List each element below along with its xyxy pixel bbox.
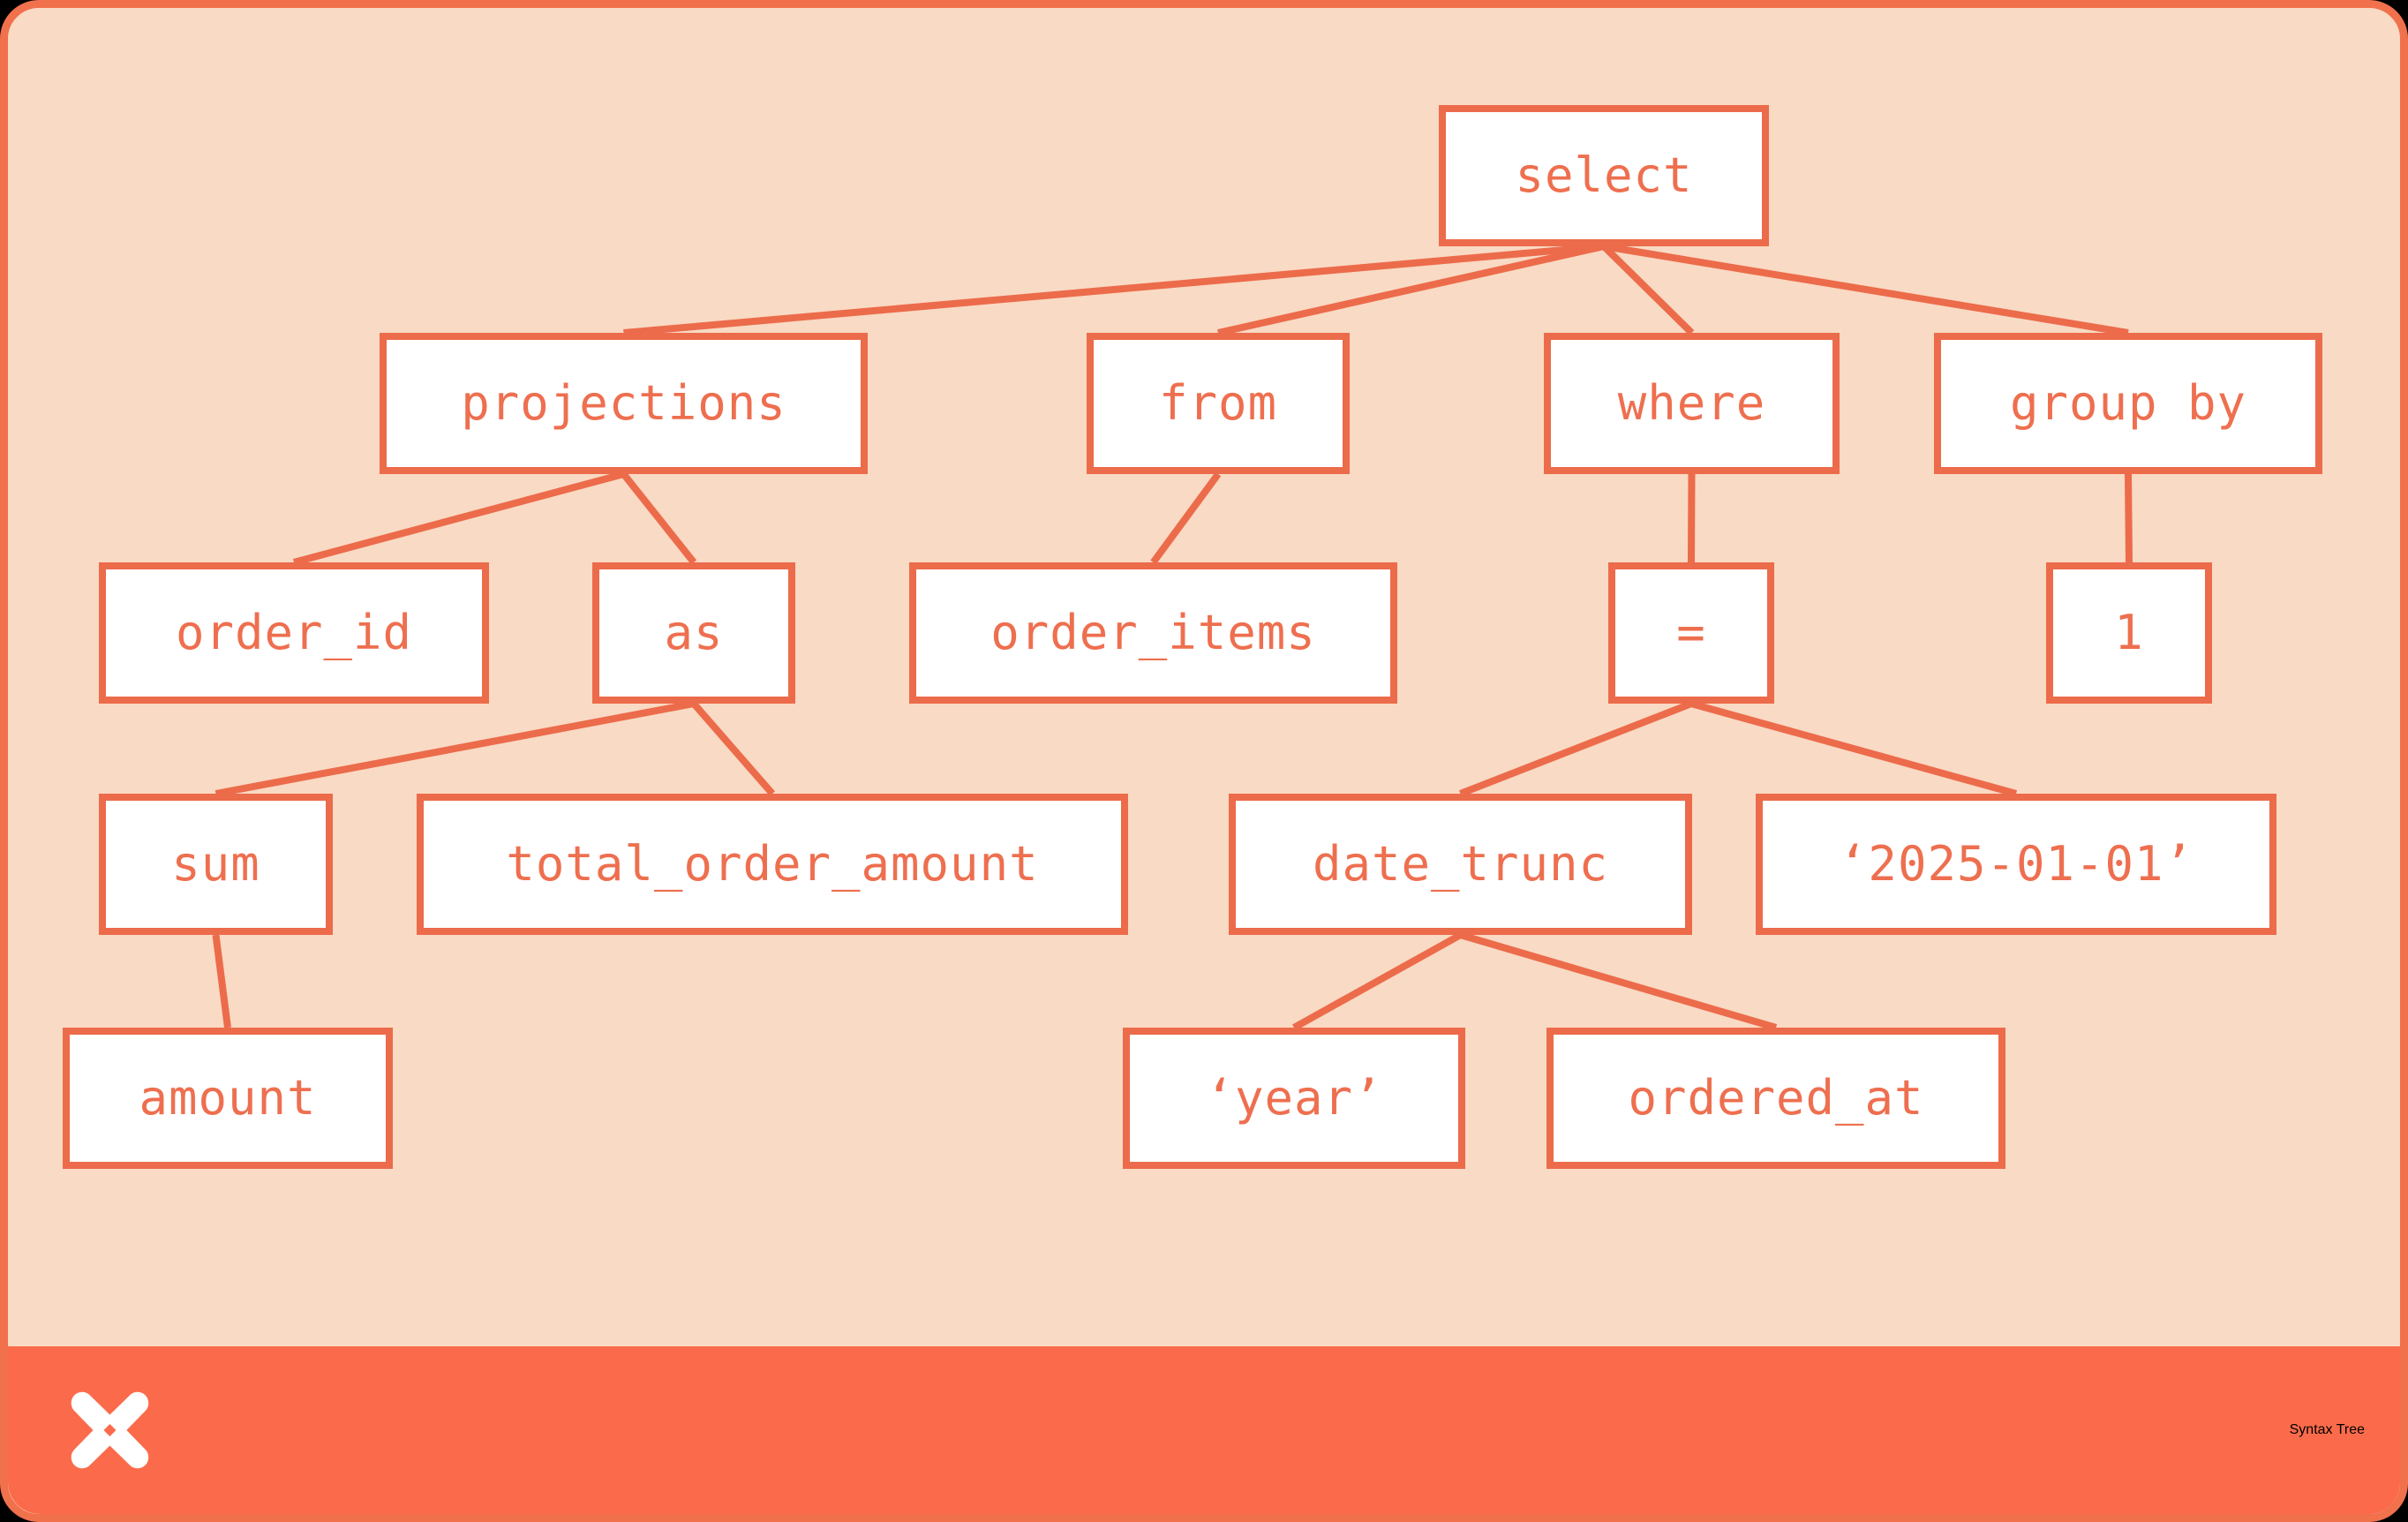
tree-node-year-literal[interactable]: ‘year’	[1123, 1028, 1465, 1169]
tree-edge-select-to-group-by	[1603, 243, 2129, 336]
tree-node-order-items[interactable]: order_items	[909, 562, 1397, 704]
syntax-tree-canvas: select projections from where group by order_…	[8, 8, 2400, 1362]
tree-edge-equals-to-date-trunc	[1459, 700, 1693, 797]
tree-node-date-trunc[interactable]: date_trunc	[1229, 794, 1692, 935]
tree-node-label: group by	[2009, 375, 2247, 431]
tree-node-label: order_items	[990, 605, 1316, 660]
x-star-logo-icon	[71, 1391, 149, 1469]
footer-bar: Syntax Tree	[8, 1346, 2400, 1514]
tree-node-amount[interactable]: amount	[63, 1028, 393, 1169]
tree-node-projections[interactable]: projections	[380, 333, 868, 474]
tree-node-label: ‘year’	[1205, 1070, 1383, 1126]
tree-node-label: date_trunc	[1312, 836, 1609, 892]
tree-node-sum[interactable]: sum	[99, 794, 333, 935]
tree-node-label: order_id	[175, 605, 413, 660]
tree-node-group-by[interactable]: group by	[1934, 333, 2322, 474]
tree-edge-projections-to-order-id	[292, 471, 625, 566]
tree-node-date-literal[interactable]: ‘2025-01-01’	[1756, 794, 2276, 935]
tree-edge-group-by-to-one	[2125, 473, 2133, 563]
tree-edges	[212, 243, 2133, 1031]
tree-node-label: amount	[139, 1070, 317, 1126]
tree-node-where[interactable]: where	[1544, 333, 1840, 474]
tree-node-label: where	[1617, 375, 1766, 431]
tree-node-label: select	[1515, 147, 1693, 203]
tree-node-label: 1	[2114, 605, 2144, 660]
tree-node-label: as	[664, 605, 724, 660]
tree-edge-select-to-from	[1217, 243, 1605, 336]
tree-node-one[interactable]: 1	[2046, 562, 2212, 704]
footer-title: Syntax Tree	[2289, 1422, 2365, 1437]
tree-edge-equals-to-date-literal	[1689, 700, 2018, 797]
tree-node-label: ordered_at	[1628, 1070, 1924, 1126]
tree-node-ordered-at[interactable]: ordered_at	[1546, 1028, 2005, 1169]
tree-edge-as-to-total-order-amount	[690, 701, 776, 796]
tree-node-label: sum	[171, 836, 260, 892]
tree-node-label: =	[1676, 605, 1706, 660]
tree-node-total-order-amount[interactable]: total_order_amount	[417, 794, 1128, 935]
tree-edge-from-to-order-items	[1150, 471, 1222, 565]
tree-node-label: total_order_amount	[506, 836, 1039, 892]
tree-node-label: ‘2025-01-01’	[1838, 836, 2194, 892]
tree-node-as[interactable]: as	[592, 562, 795, 704]
tree-edge-select-to-projections	[623, 243, 1605, 336]
tree-node-from[interactable]: from	[1087, 333, 1350, 474]
tree-edge-date-trunc-to-ordered-at	[1459, 931, 1778, 1031]
tree-edge-select-to-where	[1601, 244, 1695, 335]
tree-node-order-id[interactable]: order_id	[99, 562, 489, 704]
tree-edge-projections-to-as	[621, 471, 697, 565]
tree-edge-date-trunc-to-year-literal	[1292, 931, 1463, 1031]
tree-edge-where-to-equals	[1688, 473, 1696, 563]
tree-edge-as-to-sum	[214, 700, 695, 797]
tree-node-label: projections	[461, 375, 786, 431]
tree-node-equals[interactable]: =	[1608, 562, 1774, 704]
tree-node-label: from	[1158, 375, 1278, 431]
tree-edge-sum-to-amount	[212, 934, 231, 1028]
tree-node-select[interactable]: select	[1439, 105, 1769, 246]
